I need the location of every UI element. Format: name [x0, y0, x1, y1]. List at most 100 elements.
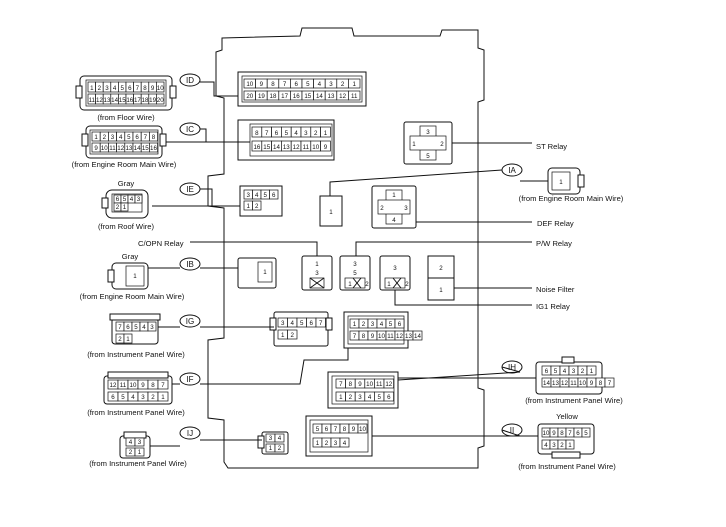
connector-IA: IA 1 (from Engine Room Main Wire) [501, 163, 624, 203]
copn-relay: 1 3 [301, 255, 333, 291]
pin-number: 9 [358, 381, 362, 388]
pin-number: 4 [318, 81, 322, 88]
pin-number: 3 [329, 81, 333, 88]
pin-number: 7 [118, 324, 122, 331]
pin-number: 10 [246, 81, 253, 88]
pin-number: 13 [104, 97, 111, 104]
pin-number: 2 [325, 440, 329, 447]
pin-number: 2 [560, 442, 564, 449]
pin-number: 8 [349, 381, 353, 388]
pin-number: 1 [94, 134, 98, 141]
noise-filter: 2 1 Noise Filter [427, 255, 575, 301]
svg-text:5: 5 [426, 153, 430, 160]
pin-number: 7 [353, 333, 357, 340]
pin-cell [348, 78, 361, 89]
connector-IB: Gray 1 IB (from Engine Room Main Wire) [80, 252, 201, 301]
pin-number: 20 [246, 93, 253, 100]
pin-number: 4 [278, 435, 282, 442]
pin-number: 14 [316, 93, 323, 100]
pin-number: 4 [380, 321, 384, 328]
svg-text:3: 3 [353, 261, 357, 268]
pin-number: 1 [138, 449, 142, 456]
pin-number: 2 [291, 332, 295, 339]
pin-number: 13 [405, 333, 412, 340]
pin-number: 9 [141, 382, 145, 389]
pin-cell [604, 377, 615, 388]
pin-number: 1 [324, 130, 328, 137]
pin-number: 6 [325, 426, 329, 433]
pin-number: 10 [579, 380, 586, 387]
pin-number: 3 [105, 85, 109, 92]
pin-number: 8 [152, 134, 156, 141]
def-relay: 1 2 3 4 DEF Relay [371, 185, 574, 229]
pin-number: 6 [576, 430, 580, 437]
pin-number: 17 [134, 97, 141, 104]
svg-text:1: 1 [133, 273, 137, 280]
pin-cell [565, 439, 575, 450]
svg-text:2: 2 [440, 141, 444, 148]
pin-number: 3 [111, 134, 115, 141]
leader-lines [148, 81, 548, 447]
pin-number: 5 [123, 196, 127, 203]
pin-number: 11 [120, 382, 127, 389]
pin-number: 9 [260, 81, 264, 88]
pin-number: 10 [366, 381, 373, 388]
pin-number: 16 [293, 93, 300, 100]
pin-number: 15 [142, 145, 149, 152]
pin-number: 2 [581, 368, 585, 375]
svg-text:5: 5 [353, 270, 357, 277]
pin-number: 7 [608, 380, 612, 387]
pin-number: 5 [316, 426, 320, 433]
pin-cell [134, 194, 143, 204]
pin-number: 6 [294, 81, 298, 88]
pin-number: 11 [351, 93, 358, 100]
pin-number: 1 [339, 394, 343, 401]
label-copn-relay: C/OPN Relay [138, 239, 184, 248]
pin-cell [581, 427, 591, 438]
pin-number: 8 [362, 333, 366, 340]
pin-number: 2 [118, 336, 122, 343]
label-def-relay: DEF Relay [537, 219, 574, 228]
pin-number: 19 [149, 97, 156, 104]
pin-cell [134, 447, 145, 457]
pin-number: 7 [334, 426, 338, 433]
pin-number: 4 [343, 440, 347, 447]
pin-cell [320, 126, 331, 138]
label-IA-from: (from Engine Room Main Wire) [519, 194, 624, 203]
pin-number: 6 [387, 394, 391, 401]
svg-text:2: 2 [365, 281, 369, 288]
pin-number: 1 [161, 394, 165, 401]
label-noise-filter: Noise Filter [536, 285, 575, 294]
pin-number: 5 [120, 85, 124, 92]
svg-text:1: 1 [387, 281, 391, 288]
pin-number: 6 [545, 368, 549, 375]
pin-number: 6 [310, 320, 314, 327]
pin-number: 9 [352, 426, 356, 433]
pin-number: 2 [255, 203, 259, 210]
pin-number: 3 [247, 192, 251, 199]
pin-number: 10 [543, 430, 550, 437]
pin-number: 2 [314, 130, 318, 137]
pin-number: 13 [328, 93, 335, 100]
pin-number: 2 [103, 134, 107, 141]
tag-IJ: IJ [187, 429, 193, 438]
pin-number: 5 [300, 320, 304, 327]
pin-cell [134, 437, 145, 447]
pin-number: 11 [570, 380, 577, 387]
pin-cell [274, 433, 285, 443]
pin-number: 12 [96, 97, 103, 104]
pin-cell [156, 81, 165, 93]
pin-number: 8 [255, 130, 259, 137]
pin-number: 4 [368, 394, 372, 401]
pin-number: 13 [552, 380, 559, 387]
pin-number: 10 [130, 382, 137, 389]
pin-number: 3 [141, 394, 145, 401]
label-IG-from: (from Instrument Panel Wire) [87, 350, 185, 359]
label-IF-from: (from Instrument Panel Wire) [87, 408, 185, 417]
pin-number: 3 [334, 440, 338, 447]
pin-number: 4 [563, 368, 567, 375]
